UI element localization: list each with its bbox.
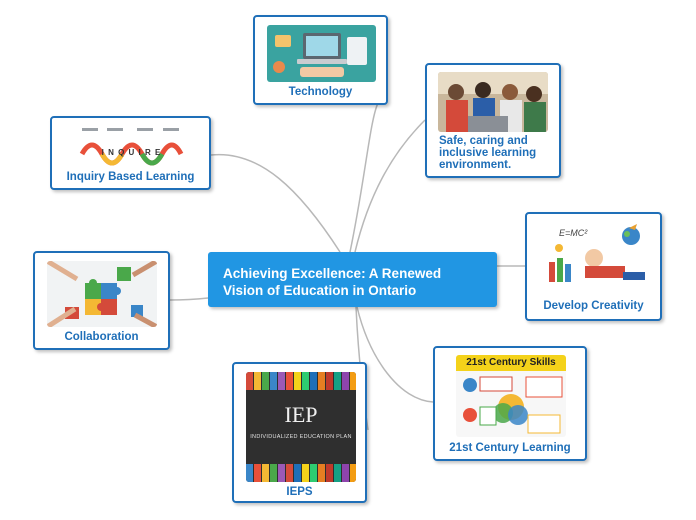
inquire-wave-icon xyxy=(79,128,184,166)
topic-21st-century[interactable]: 21st Century Skills 21st Century Learnin… xyxy=(433,346,587,461)
classroom-image xyxy=(438,72,548,132)
topic-inquiry-label: Inquiry Based Learning xyxy=(66,171,195,183)
link-inquiry xyxy=(210,153,341,253)
topic-collaboration[interactable]: Collaboration xyxy=(33,251,170,350)
century-skills-image: 21st Century Skills xyxy=(456,355,566,437)
iep-image-title: IEP xyxy=(284,402,318,427)
topic-creativity[interactable]: E=MC² Develop Creativity xyxy=(525,212,662,321)
topic-creativity-label: Develop Creativity xyxy=(543,300,644,312)
iep-image-subtitle: INDIVIDUALIZED EDUCATION PLAN xyxy=(250,434,352,440)
iep-image: IEP INDIVIDUALIZED EDUCATION PLAN xyxy=(246,372,356,482)
laptop-icon xyxy=(273,33,367,77)
students-icon xyxy=(438,72,548,132)
topic-ieps-label: IEPS xyxy=(286,486,313,498)
link-collaboration xyxy=(169,297,209,301)
creative-child-icon xyxy=(549,224,645,282)
skills-infographic-icon xyxy=(463,376,563,434)
topic-technology[interactable]: Technology xyxy=(253,15,388,105)
inquire-image-text: I N Q U I R E xyxy=(101,148,162,157)
emc2-text: E=MC² xyxy=(559,228,588,238)
link-safe xyxy=(354,119,426,253)
topic-collaboration-label: Collaboration xyxy=(64,331,139,343)
topic-technology-label: Technology xyxy=(288,86,353,98)
topic-21st-century-label: 21st Century Learning xyxy=(449,442,571,454)
inquire-image: I N Q U I R E xyxy=(77,124,186,168)
topic-inquiry[interactable]: I N Q U I R E Inquiry Based Learning xyxy=(50,116,211,190)
topic-safe-learning[interactable]: Safe, caring and inclusive learning envi… xyxy=(425,63,561,178)
link-technology xyxy=(349,102,379,253)
central-topic-title: Achieving Excellence: A Renewed Vision o… xyxy=(223,266,442,298)
topic-safe-learning-label: Safe, caring and inclusive learning envi… xyxy=(439,135,537,171)
century-image-title: 21st Century Skills xyxy=(456,355,566,371)
pencils-icon xyxy=(246,372,356,482)
topic-ieps[interactable]: IEP INDIVIDUALIZED EDUCATION PLAN IEPS xyxy=(232,362,367,503)
puzzle-icon xyxy=(47,261,157,327)
central-topic[interactable]: Achieving Excellence: A Renewed Vision o… xyxy=(208,252,497,307)
link-century xyxy=(356,306,434,403)
collaboration-image xyxy=(47,261,157,327)
creativity-image: E=MC² xyxy=(539,222,649,288)
technology-image xyxy=(267,25,376,82)
